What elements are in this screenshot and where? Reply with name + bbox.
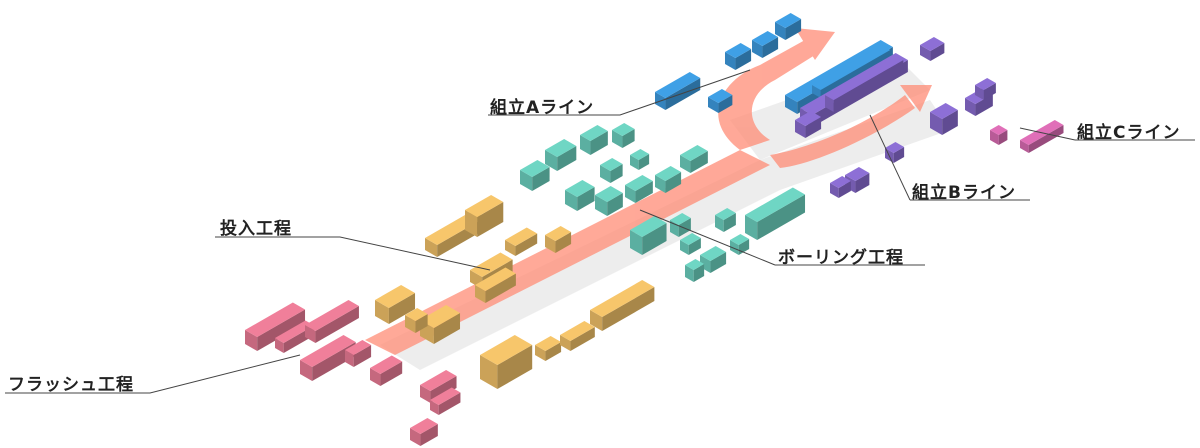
line-b-block-9	[975, 78, 996, 100]
boring-block-3	[612, 123, 635, 148]
line-a-block-1	[725, 43, 752, 70]
line-a-block-2	[752, 31, 779, 58]
tounyuu-block-1	[465, 195, 504, 237]
flush-block-7	[430, 387, 461, 415]
line-c-block-0	[990, 125, 1008, 145]
line-b-block-7	[930, 103, 958, 135]
boring-block-15	[715, 208, 736, 232]
boring-block-5	[600, 158, 623, 183]
tounyuu-block-5	[375, 285, 416, 324]
flush-block-2	[305, 300, 359, 343]
tounyuu-block-4	[505, 227, 538, 256]
leader-line-tounyuu	[215, 236, 491, 271]
boring-block-11	[630, 216, 667, 255]
boring-block-9	[655, 166, 682, 193]
tounyuu-block-9	[535, 336, 562, 361]
line-a-block-3	[775, 13, 802, 40]
label-flush: フラッシュ工程	[8, 375, 134, 395]
line-b-block-2	[795, 111, 822, 138]
boring-block-13	[680, 233, 701, 255]
line-b-block-5	[830, 176, 851, 198]
boring-block-6	[565, 180, 595, 211]
leader-lines	[5, 69, 1195, 394]
label-kumitate-a: 組立Aライン	[490, 98, 595, 118]
flush-block-3	[300, 335, 356, 381]
boring-block-4	[630, 149, 650, 170]
tounyuu-block-7	[405, 308, 428, 333]
boring-block-1	[545, 139, 577, 171]
boring-block-7	[595, 186, 623, 216]
leader-line-a	[488, 69, 751, 116]
boring-block-12	[670, 213, 691, 237]
label-kumitate-b: 組立Bライン	[912, 183, 1016, 203]
flush-block-8	[410, 418, 438, 446]
boring-block-14	[700, 246, 727, 273]
tounyuu-block-10	[560, 321, 595, 351]
boring-block-16	[745, 187, 806, 240]
line-b-block-3	[920, 37, 945, 61]
flush-block-4	[345, 340, 372, 367]
boring-block-2	[580, 125, 608, 155]
boring-block-0	[520, 160, 550, 191]
flush-block-5	[370, 355, 403, 386]
label-kumitate-c: 組立Cライン	[1077, 123, 1181, 143]
leader-line-flush	[5, 354, 301, 394]
label-boring: ボーリング工程	[778, 248, 904, 268]
boring-block-17	[730, 234, 750, 255]
boring-block-18	[685, 259, 705, 282]
tounyuu-block-12	[545, 226, 572, 253]
flush-block-0	[245, 302, 306, 351]
line-a-block-6	[812, 45, 891, 98]
line-a-block-4	[708, 89, 733, 113]
boring-block-8	[625, 175, 653, 203]
flow-arrow	[365, 28, 932, 355]
boring-block-10	[680, 145, 708, 173]
line-a-block-0	[655, 72, 701, 110]
equipment-blocks	[245, 13, 1064, 446]
tounyuu-block-8	[480, 335, 533, 389]
label-tounyuu: 投入工程	[220, 219, 292, 239]
tounyuu-block-11	[590, 280, 655, 331]
line-b-block-1	[825, 55, 904, 112]
tounyuu-block-3	[475, 267, 516, 303]
